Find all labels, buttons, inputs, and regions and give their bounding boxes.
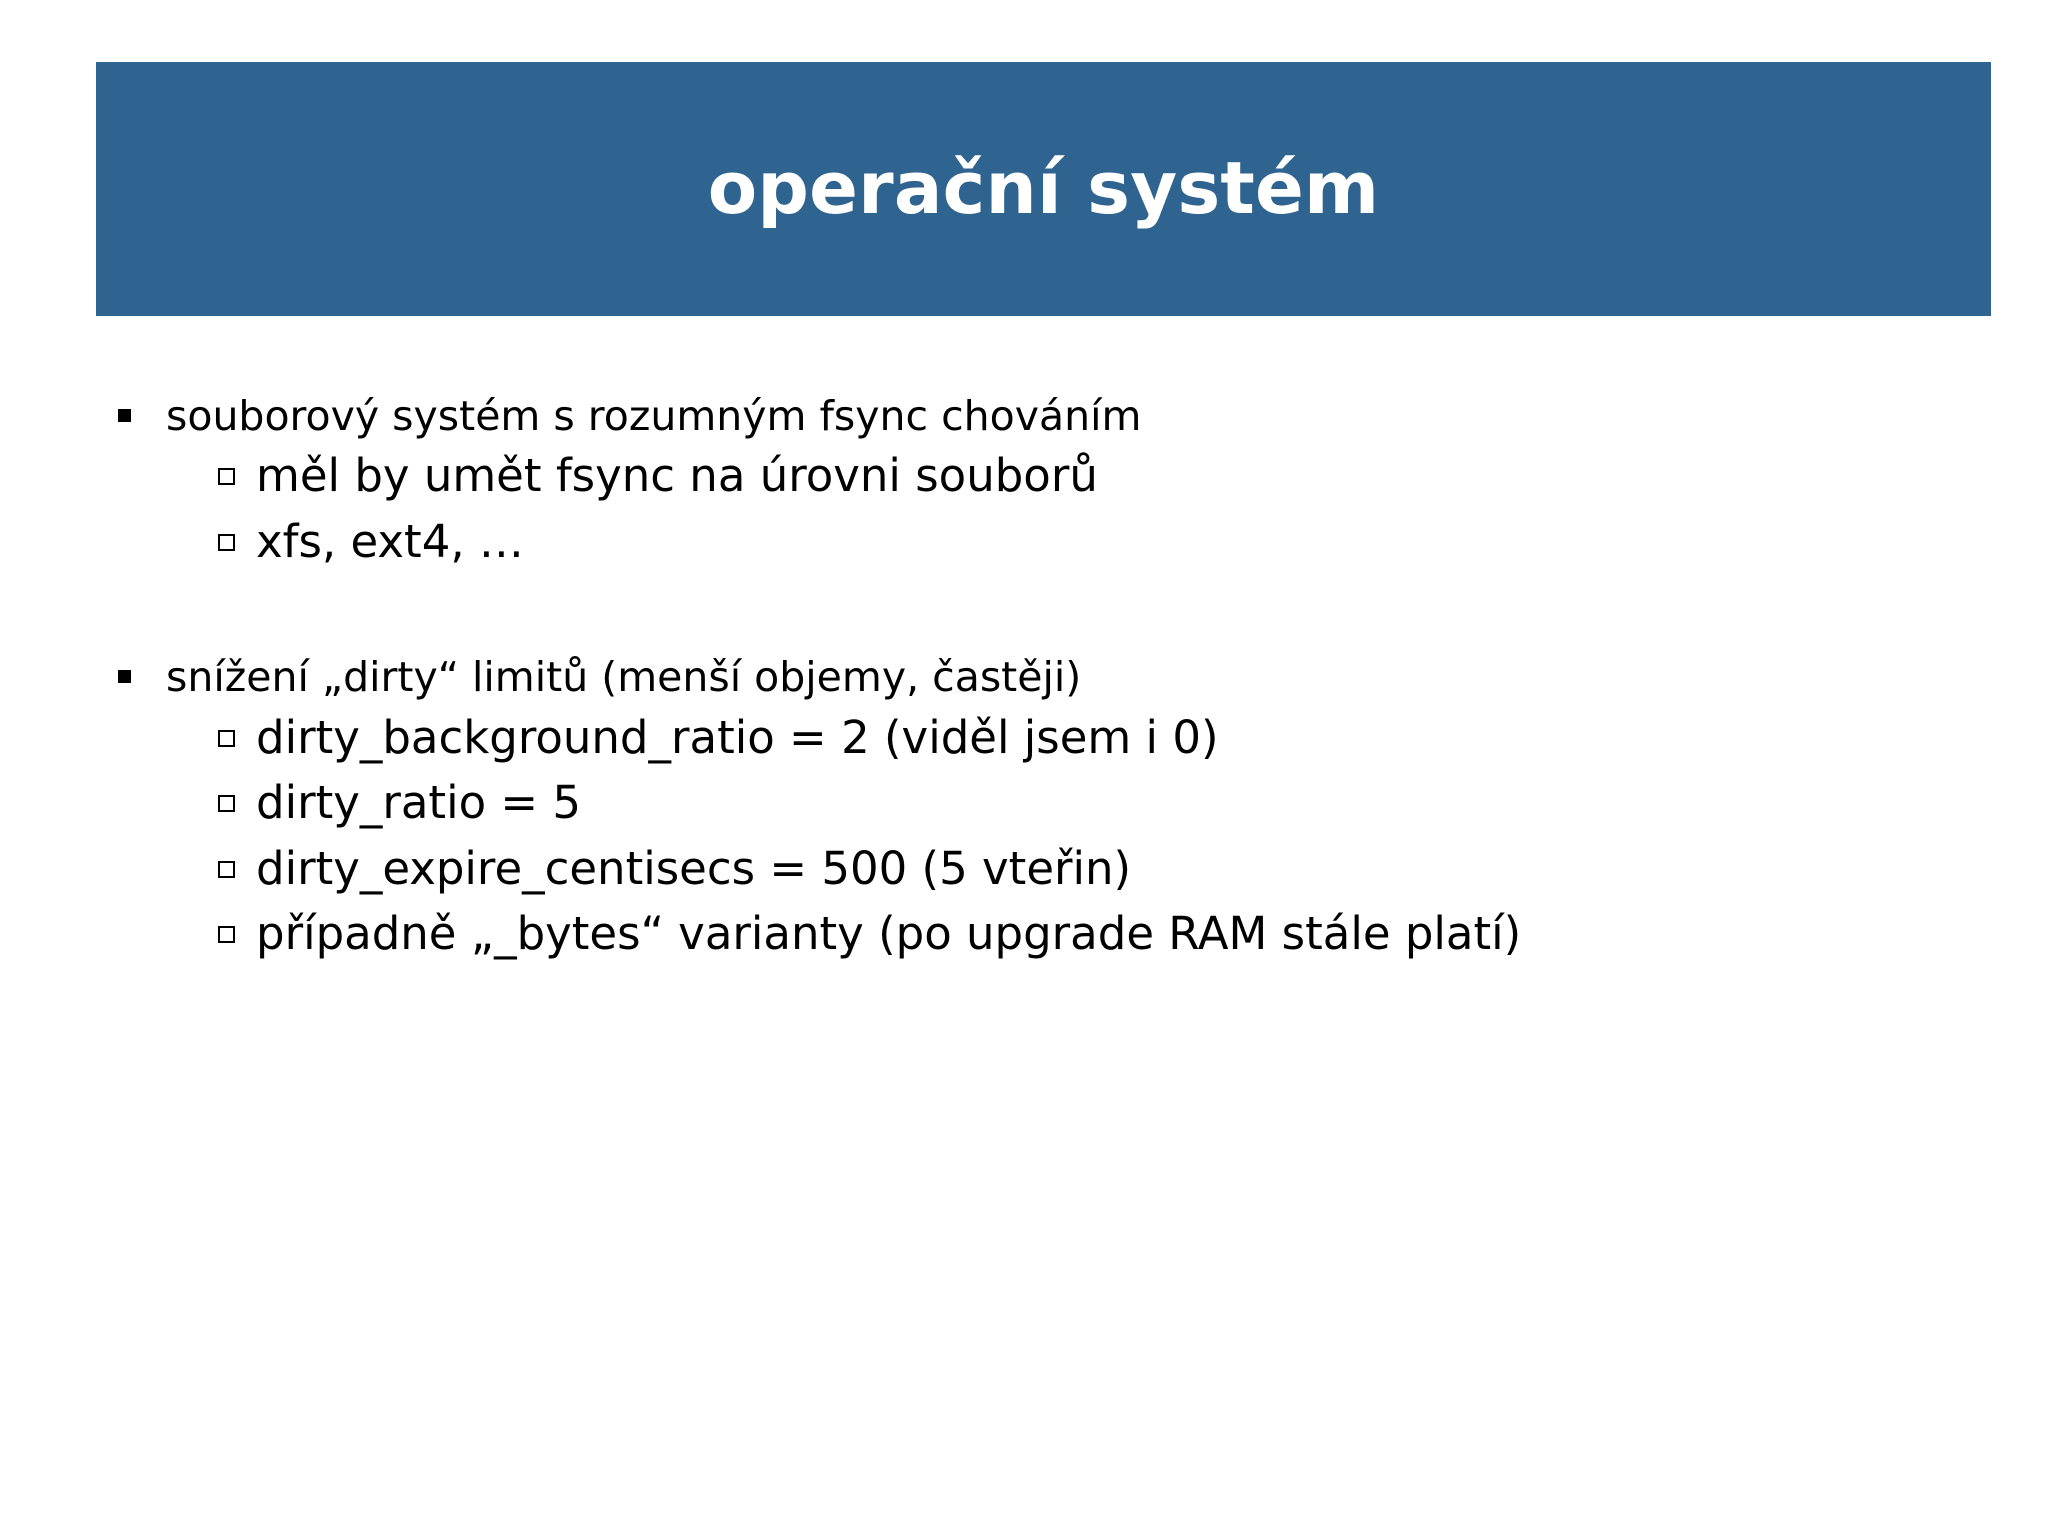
- bullet-text: dirty_expire_centisecs = 500 (5 vteřin): [256, 841, 1132, 895]
- bullet-text: případně „_bytes“ varianty (po upgrade R…: [256, 906, 1522, 960]
- bullet-item-level2: měl by umět fsync na úrovni souborů: [96, 446, 1956, 505]
- filled-square-bullet-icon: [96, 663, 166, 687]
- bullet-item-level2: xfs, ext4, …: [96, 512, 1956, 571]
- bullet-group-dirty-limits: snížení „dirty“ limitů (menší objemy, ča…: [96, 651, 1956, 963]
- bullet-item-level1: souborový systém s rozumným fsync chován…: [96, 390, 1956, 442]
- slide-title-banner: operační systém: [96, 62, 1991, 316]
- hollow-square-bullet-icon: [96, 925, 256, 948]
- bullet-text: měl by umět fsync na úrovni souborů: [256, 449, 1098, 503]
- bullet-group-filesystem: souborový systém s rozumným fsync chován…: [96, 390, 1956, 571]
- page-title: operační systém: [707, 146, 1380, 231]
- bullet-text: dirty_ratio = 5: [256, 776, 582, 830]
- bullet-text: xfs, ext4, …: [256, 514, 524, 568]
- bullet-item-level1: snížení „dirty“ limitů (menší objemy, ča…: [96, 651, 1956, 703]
- slide-content-body: souborový systém s rozumným fsync chován…: [96, 390, 1956, 969]
- filled-square-bullet-icon: [96, 402, 166, 426]
- group-spacer: [96, 577, 1956, 651]
- hollow-square-bullet-icon: [96, 860, 256, 883]
- hollow-square-bullet-icon: [96, 729, 256, 752]
- bullet-item-level2: dirty_expire_centisecs = 500 (5 vteřin): [96, 839, 1956, 898]
- bullet-item-level2: případně „_bytes“ varianty (po upgrade R…: [96, 904, 1956, 963]
- bullet-item-level2: dirty_ratio = 5: [96, 773, 1956, 832]
- hollow-square-bullet-icon: [96, 795, 256, 817]
- bullet-item-level2: dirty_background_ratio = 2 (viděl jsem i…: [96, 708, 1956, 767]
- bullet-text: snížení „dirty“ limitů (menší objemy, ča…: [166, 653, 1082, 702]
- bullet-text: dirty_background_ratio = 2 (viděl jsem i…: [256, 710, 1219, 764]
- hollow-square-bullet-icon: [96, 468, 256, 490]
- hollow-square-bullet-icon: [96, 533, 256, 556]
- bullet-text: souborový systém s rozumným fsync chován…: [166, 392, 1142, 440]
